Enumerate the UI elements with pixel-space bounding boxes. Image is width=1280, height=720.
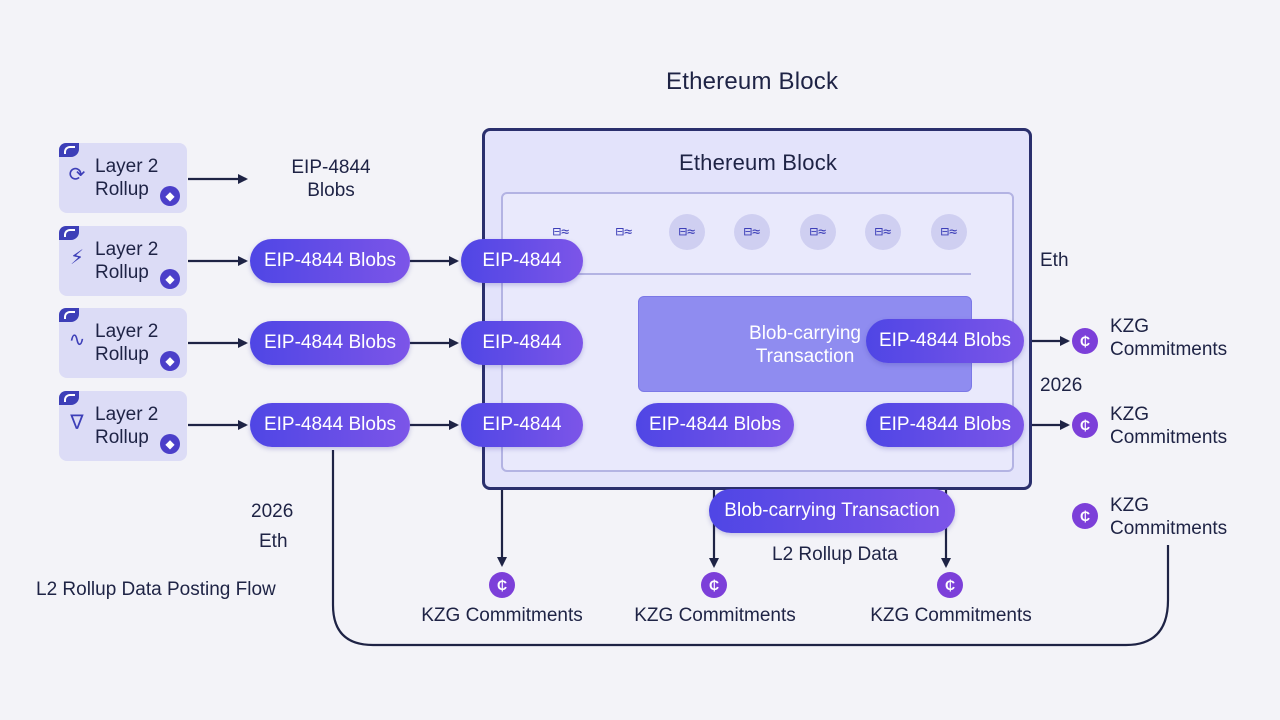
ethereum-icon: ◆ [160,351,180,371]
kzg-commitments-label: KZG Commitments [1110,495,1228,539]
year-label: 2026 [1040,375,1083,396]
kzg-commitment-icon: ₵ [937,572,963,598]
blob-icon: ⊟≈ [615,224,633,240]
eip-4844-blobs-pill[interactable]: EIP-4844 Blobs [250,321,410,365]
eip-4844-blobs-pill[interactable]: EIP-4844 Blobs [636,403,794,447]
rollup-cycle-icon: ⟳ [68,164,86,186]
kzg-commitments-label: KZG Commitments [634,605,796,626]
flow-caption: L2 Rollup Data Posting Flow [36,579,276,600]
layer2-rollup-card-1[interactable]: ⟳ Layer 2 Rollup ◆ [59,143,187,213]
eip-4844-pill[interactable]: EIP-4844 [461,321,583,365]
eip-4844-blobs-pill[interactable]: EIP-4844 Blobs [250,239,410,283]
rollup-badge-icon [59,226,79,240]
ethereum-icon: ◆ [160,186,180,206]
kzg-commitments-label: KZG Commitments [1110,316,1228,360]
kzg-commitments-label: KZG Commitments [421,605,583,626]
kzg-commitments-label: KZG Commitments [1110,404,1228,448]
layer2-rollup-card-2[interactable]: ⚡ Layer 2 Rollup ◆ [59,226,187,296]
blob-icon: ⊟≈ [931,214,967,250]
blob-icon: ⊟≈ [734,214,770,250]
rollup-label: Layer 2 Rollup [95,239,159,283]
kzg-commitment-icon: ₵ [1072,328,1098,354]
rollup-badge-icon [59,143,79,157]
eip-4844-pill[interactable]: EIP-4844 [461,403,583,447]
year-label: 2026 [251,501,294,522]
eip-4844-pill[interactable]: EIP-4844 [461,239,583,283]
kzg-commitment-icon: ₵ [489,572,515,598]
ethereum-icon: ◆ [160,434,180,454]
eth-label: Eth [259,531,288,552]
rollup-pulse-icon: ⚡ [69,247,85,269]
rollup-badge-icon [59,391,79,405]
rollup-wave-icon: ∿ [68,329,86,351]
ethereum-icon: ◆ [160,269,180,289]
blob-carrying-transaction-pill[interactable]: Blob-carrying Transaction [709,489,955,533]
return-loop-line [331,450,1170,647]
rollup-label: Layer 2 Rollup [95,321,159,365]
rollup-label: Layer 2 Rollup [95,156,159,200]
eip-4844-blobs-text: EIP-4844 Blobs [291,157,371,201]
rollup-triangle-icon: ∇ [70,412,84,434]
rollup-badge-icon [59,308,79,322]
kzg-commitment-icon: ₵ [1072,412,1098,438]
blob-icon: ⊟≈ [552,224,570,240]
eth-label: Eth [1040,250,1069,271]
l2-rollup-data-label: L2 Rollup Data [772,544,898,565]
eip-4844-blobs-pill[interactable]: EIP-4844 Blobs [866,403,1024,447]
blob-icon: ⊟≈ [669,214,705,250]
inner-divider [517,273,971,275]
rollup-label: Layer 2 Rollup [95,404,159,448]
kzg-commitments-label: KZG Commitments [870,605,1032,626]
blob-carrying-transaction-label: Blob-carrying Transaction [749,323,861,367]
eip-4844-blobs-pill[interactable]: EIP-4844 Blobs [250,403,410,447]
ethereum-block-title: Ethereum Block [679,150,838,175]
blob-icon: ⊟≈ [800,214,836,250]
kzg-commitment-icon: ₵ [1072,503,1098,529]
eip-4844-blobs-pill[interactable]: EIP-4844 Blobs [866,319,1024,363]
diagram-title: Ethereum Block [666,68,839,95]
layer2-rollup-card-4[interactable]: ∇ Layer 2 Rollup ◆ [59,391,187,461]
kzg-commitment-icon: ₵ [701,572,727,598]
layer2-rollup-card-3[interactable]: ∿ Layer 2 Rollup ◆ [59,308,187,378]
blob-icon: ⊟≈ [865,214,901,250]
